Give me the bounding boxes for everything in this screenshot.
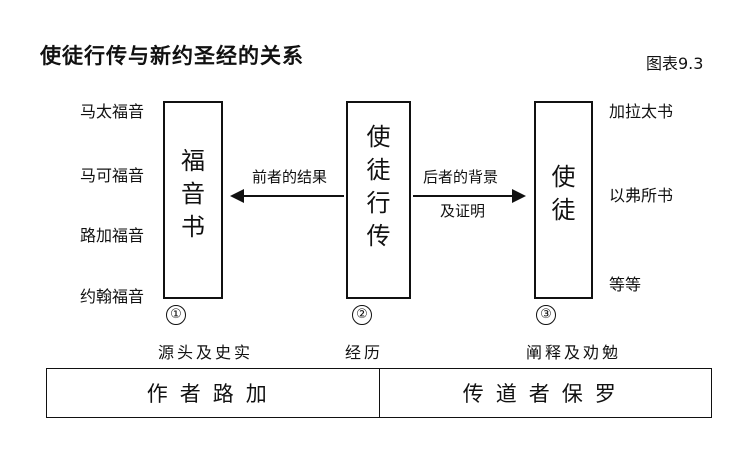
marker-2-icon: ② xyxy=(352,305,372,325)
authors-bar: 作者路加 传道者保罗 xyxy=(46,368,712,418)
caption-experience: 经历 xyxy=(345,343,384,362)
gospels-box-label: 福 音 书 xyxy=(181,147,205,241)
left-arrow-label: 前者的结果 xyxy=(252,168,328,186)
left-arrowhead-icon xyxy=(230,189,244,203)
list-item-john: 约翰福音 xyxy=(80,287,145,306)
marker-1-icon: ① xyxy=(166,305,186,325)
right-arrowhead-icon xyxy=(512,189,526,203)
list-item-luke: 路加福音 xyxy=(80,226,145,245)
caption-exposition: 阐释及劝勉 xyxy=(526,343,622,362)
caption-source-history: 源头及史实 xyxy=(158,343,254,362)
list-item-ephesians: 以弗所书 xyxy=(609,186,674,205)
acts-box-label: 使 徒 行 传 xyxy=(366,123,391,250)
author-luke: 作者路加 xyxy=(146,382,279,406)
gospels-box: 福 音 书 xyxy=(163,101,223,299)
right-arrow-label-2: 及证明 xyxy=(440,202,486,220)
author-paul: 传道者保罗 xyxy=(378,369,712,417)
list-item-mark: 马可福音 xyxy=(80,166,145,185)
list-item-matthew: 马太福音 xyxy=(80,102,145,121)
diagram-title: 使徒行传与新约圣经的关系 xyxy=(40,44,304,68)
marker-3-icon: ③ xyxy=(536,305,556,325)
list-item-galatians: 加拉太书 xyxy=(609,102,674,121)
right-arrow-label-1: 后者的背景 xyxy=(423,168,499,186)
epistles-box: 使 徒 xyxy=(534,101,593,299)
epistles-box-label: 使 徒 xyxy=(551,163,576,224)
figure-label: 图表9.3 xyxy=(646,54,704,73)
list-item-etc: 等等 xyxy=(609,275,642,294)
acts-box: 使 徒 行 传 xyxy=(346,101,411,299)
